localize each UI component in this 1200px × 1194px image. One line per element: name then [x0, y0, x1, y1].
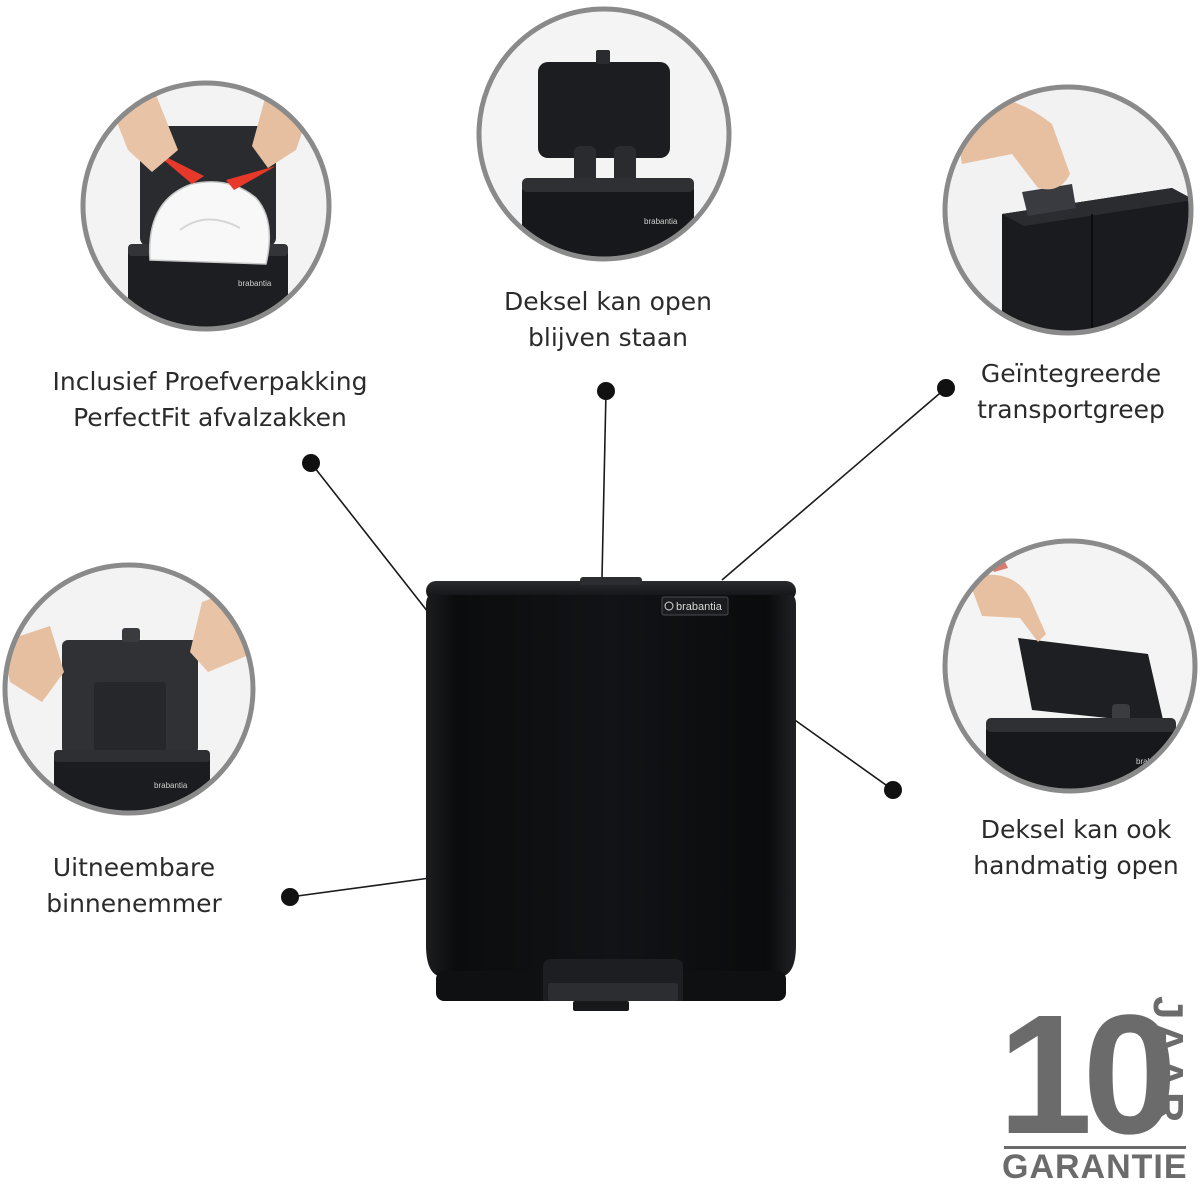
callout-dot-manual	[884, 781, 902, 799]
caption-lid-line2: blijven staan	[528, 323, 688, 352]
guarantee-badge: 10 JAAR GARANTIE	[998, 980, 1192, 1190]
feature-image-manual-open: brabantia	[942, 538, 1198, 794]
caption-lid-line1: Deksel kan open	[504, 287, 712, 316]
caption-manual-open: Deksel kan ook handmatig open	[960, 812, 1192, 884]
svg-text:brabantia: brabantia	[644, 217, 678, 226]
caption-inner-bucket: Uitneembare binnenemmer	[34, 850, 234, 922]
feature-image-bags: brabantia	[80, 80, 332, 332]
caption-handle: Geïntegreerde transportgreep	[966, 356, 1176, 428]
svg-text:brabantia: brabantia	[238, 279, 272, 288]
feature-image-inner-bucket: brabantia	[2, 562, 256, 816]
callout-dot-inner	[281, 888, 299, 906]
caption-bags-line1: Inclusief Proefverpakking	[52, 367, 368, 396]
callout-dot-handle	[937, 379, 955, 397]
svg-text:brabantia: brabantia	[154, 781, 188, 790]
caption-handle-line2: transportgreep	[977, 395, 1165, 424]
pedal-bin-image: brabantia	[426, 577, 796, 1011]
caption-manual-line2: handmatig open	[973, 851, 1179, 880]
caption-bags: Inclusief Proefverpakking PerfectFit afv…	[44, 364, 376, 436]
caption-manual-line1: Deksel kan ook	[980, 815, 1172, 844]
feature-image-lid-open: brabantia	[476, 6, 732, 262]
caption-handle-line1: Geïntegreerde	[980, 359, 1162, 388]
guarantee-years: 10	[998, 980, 1177, 1170]
guarantee-label: GARANTIE	[1002, 1148, 1188, 1186]
caption-inner-line2: binnenemmer	[46, 889, 222, 918]
callout-dot-bags	[302, 454, 320, 472]
brand-logo: brabantia	[676, 601, 723, 613]
guarantee-unit: JAAR	[1145, 996, 1192, 1127]
caption-bags-line2: PerfectFit afvalzakken	[73, 403, 347, 432]
feature-image-handle	[942, 84, 1194, 336]
caption-lid-stays-open: Deksel kan open blijven staan	[488, 284, 728, 356]
callout-dot-lid	[597, 382, 615, 400]
caption-inner-line1: Uitneembare	[52, 853, 216, 882]
guarantee-divider	[1004, 1146, 1186, 1149]
